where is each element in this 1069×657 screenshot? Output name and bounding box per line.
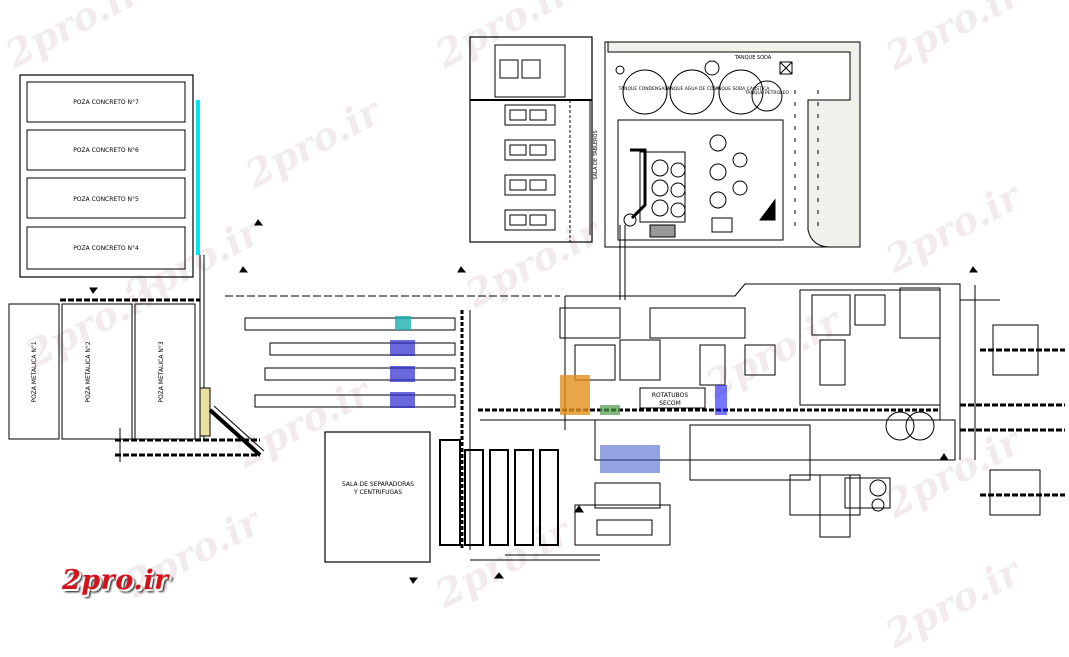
- room-label-separators-1: SALA DE SEPARADORAS: [342, 481, 414, 488]
- room-label-separators-2: Y CENTRIFUGAS: [353, 489, 402, 496]
- metal-ponds: [8, 303, 196, 440]
- tank-label-agua-cola: TANQUE AGUA DE COLA: [664, 86, 720, 92]
- electrical-room: [469, 36, 593, 243]
- tank-label-petroleo: TANQUE PETROLEO: [744, 90, 789, 96]
- room-label-boards: SALA DE TABLEROS: [593, 130, 599, 179]
- tank-header-label: TANQUE SODA: [734, 55, 772, 61]
- pond-label-metal-1: POZA METALICA N°1: [31, 341, 38, 403]
- tank-label-condensado: TANQUE CONDENSADO: [618, 86, 672, 92]
- pond-label-metal-2: POZA METALICA N°2: [85, 341, 92, 403]
- room-label-secom: SECOM: [659, 400, 681, 407]
- pond-label-concrete-6: POZA CONCRETO N°6: [73, 147, 139, 154]
- room-label-rotatubos: ROTATUBOS: [652, 392, 689, 399]
- pond-label-metal-3: POZA METALICA N°3: [158, 341, 165, 403]
- tank-farm: [604, 41, 861, 300]
- process-building: [225, 283, 1065, 561]
- separator-room: [324, 431, 431, 563]
- site-logo: 2pro.ir: [62, 565, 169, 596]
- tank-label-soda: TANQUE SODA CAUSTICA: [712, 86, 771, 92]
- pond-label-concrete-7: POZA CONCRETO N°7: [73, 99, 139, 106]
- pond-label-concrete-4: POZA CONCRETO N°4: [73, 245, 139, 252]
- pond-label-concrete-5: POZA CONCRETO N°5: [73, 196, 139, 203]
